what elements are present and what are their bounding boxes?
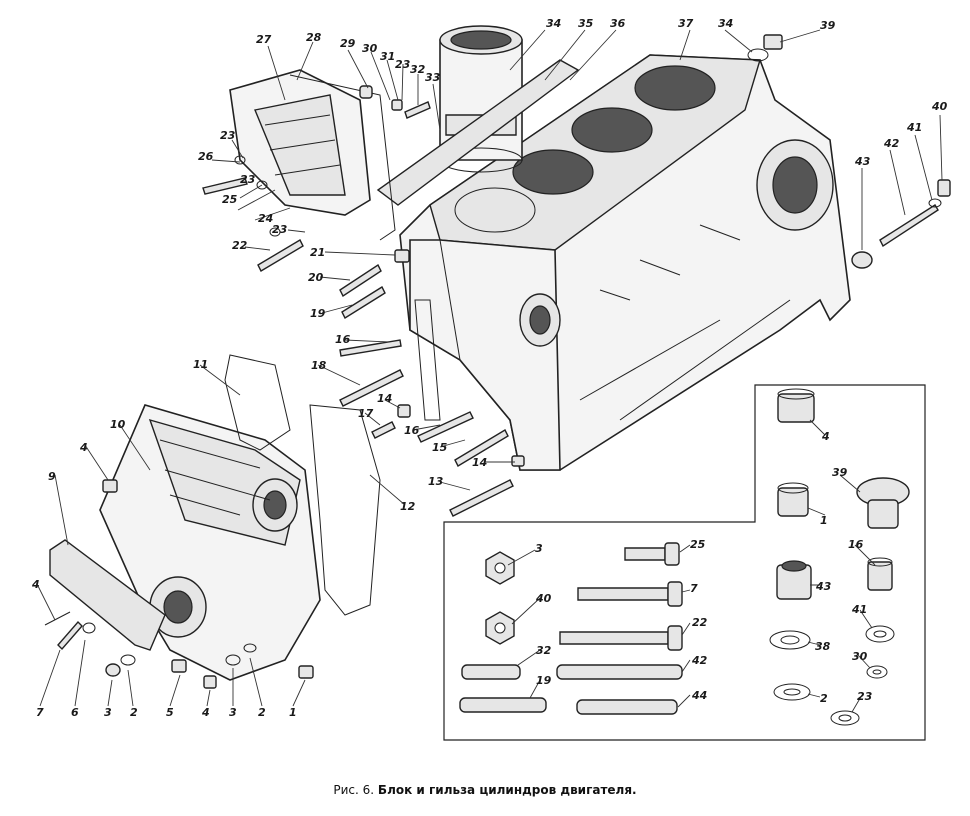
callout-label: 23: [272, 223, 288, 236]
inset-frame: [443, 384, 926, 741]
callout-label: 3: [104, 706, 112, 719]
side-cover-gasket: [289, 74, 396, 241]
callout-label: 32: [410, 63, 426, 76]
callout-label: 23: [395, 58, 411, 71]
callout-label: 39: [832, 466, 848, 479]
callout-label: 32: [536, 644, 552, 657]
callout-label: 34: [546, 17, 561, 30]
front-plate: [49, 539, 166, 651]
callout-label: 19: [536, 674, 552, 687]
callout-label: 22: [692, 616, 708, 629]
callout-label: 11: [193, 358, 208, 371]
callout-label: 39: [820, 19, 836, 32]
callout-label: 43: [854, 155, 871, 168]
callout-label: 34: [718, 17, 733, 30]
callout-label: 40: [931, 100, 948, 113]
callout-label: 30: [852, 650, 868, 663]
callout-label: 4: [821, 430, 830, 443]
callout-label: 33: [425, 71, 441, 84]
small-fasteners: [202, 85, 525, 517]
callout-label: 21: [310, 246, 325, 259]
callout-label: 28: [306, 31, 322, 44]
callout-label: 1: [820, 514, 828, 527]
callout-label: 19: [310, 307, 326, 320]
figure-number: Рис. 6.: [333, 783, 375, 797]
cover-fasteners: [44, 479, 314, 689]
callout-label: 7: [36, 706, 44, 719]
callout-label: 3: [229, 706, 237, 719]
figure-caption: Рис. 6. Блок и гильза цилиндров двигател…: [0, 783, 970, 797]
cover-gasket-large: [309, 404, 381, 616]
callout-label: 38: [815, 640, 831, 653]
callout-label: 12: [400, 500, 416, 513]
callout-label: 35: [578, 17, 594, 30]
callout-label: 30: [362, 42, 378, 55]
callout-label: 4: [31, 578, 40, 591]
callout-label: 3: [535, 542, 543, 555]
callout-label: 41: [906, 121, 922, 134]
callout-label: 15: [432, 441, 448, 454]
callout-label: 2: [820, 692, 828, 705]
callout-label: 24: [258, 212, 273, 225]
callout-label: 16: [404, 424, 420, 437]
callout-label: 43: [815, 580, 832, 593]
callout-label: 6: [71, 706, 79, 719]
callout-label: 23: [240, 173, 256, 186]
rear-hardware: [747, 34, 951, 269]
callout-label: 16: [848, 538, 864, 551]
side-cover: [229, 69, 371, 216]
callout-label: 41: [851, 603, 867, 616]
callout-label: 36: [610, 17, 626, 30]
callout-label: 22: [232, 239, 248, 252]
leader-lines: [37, 29, 943, 713]
callout-label: 13: [428, 475, 444, 488]
callout-label: 40: [535, 592, 552, 605]
callout-label: 5: [166, 706, 174, 719]
callout-label: 16: [335, 333, 351, 346]
callout-label: 10: [110, 418, 126, 431]
callout-label: 9: [48, 470, 56, 483]
callout-label: 25: [222, 193, 238, 206]
callout-label: 37: [678, 17, 694, 30]
callout-label: 23: [857, 690, 873, 703]
callout-label: 2: [130, 706, 138, 719]
cover-gasket-small: [224, 354, 291, 451]
callout-label: 31: [380, 50, 395, 63]
callout-label: 42: [883, 137, 900, 150]
callout-label: 17: [358, 407, 374, 420]
callout-label: 4: [79, 441, 88, 454]
callout-label: 27: [256, 33, 272, 46]
callout-label: 26: [198, 150, 214, 163]
callout-label: 20: [308, 271, 324, 284]
callout-label: 14: [377, 392, 392, 405]
callout-label: 23: [220, 129, 236, 142]
callout-label: 4: [201, 706, 210, 719]
callout-label: 1: [289, 706, 297, 719]
cylinder-liner: [439, 25, 523, 173]
callout-label: 7: [690, 582, 698, 595]
figure-title: Блок и гильза цилиндров двигателя.: [377, 783, 637, 797]
callout-label: 14: [472, 456, 487, 469]
callout-label: 42: [691, 654, 708, 667]
callout-label: 18: [311, 359, 327, 372]
callout-label: 25: [690, 538, 706, 551]
inset-fasteners: [459, 388, 910, 726]
callout-label: 2: [258, 706, 266, 719]
callout-labels: 27 28 29 30 31 23 32 33 34 35 36 37 34 3…: [31, 17, 948, 719]
callout-label: 44: [691, 689, 707, 702]
callout-label: 29: [340, 37, 356, 50]
